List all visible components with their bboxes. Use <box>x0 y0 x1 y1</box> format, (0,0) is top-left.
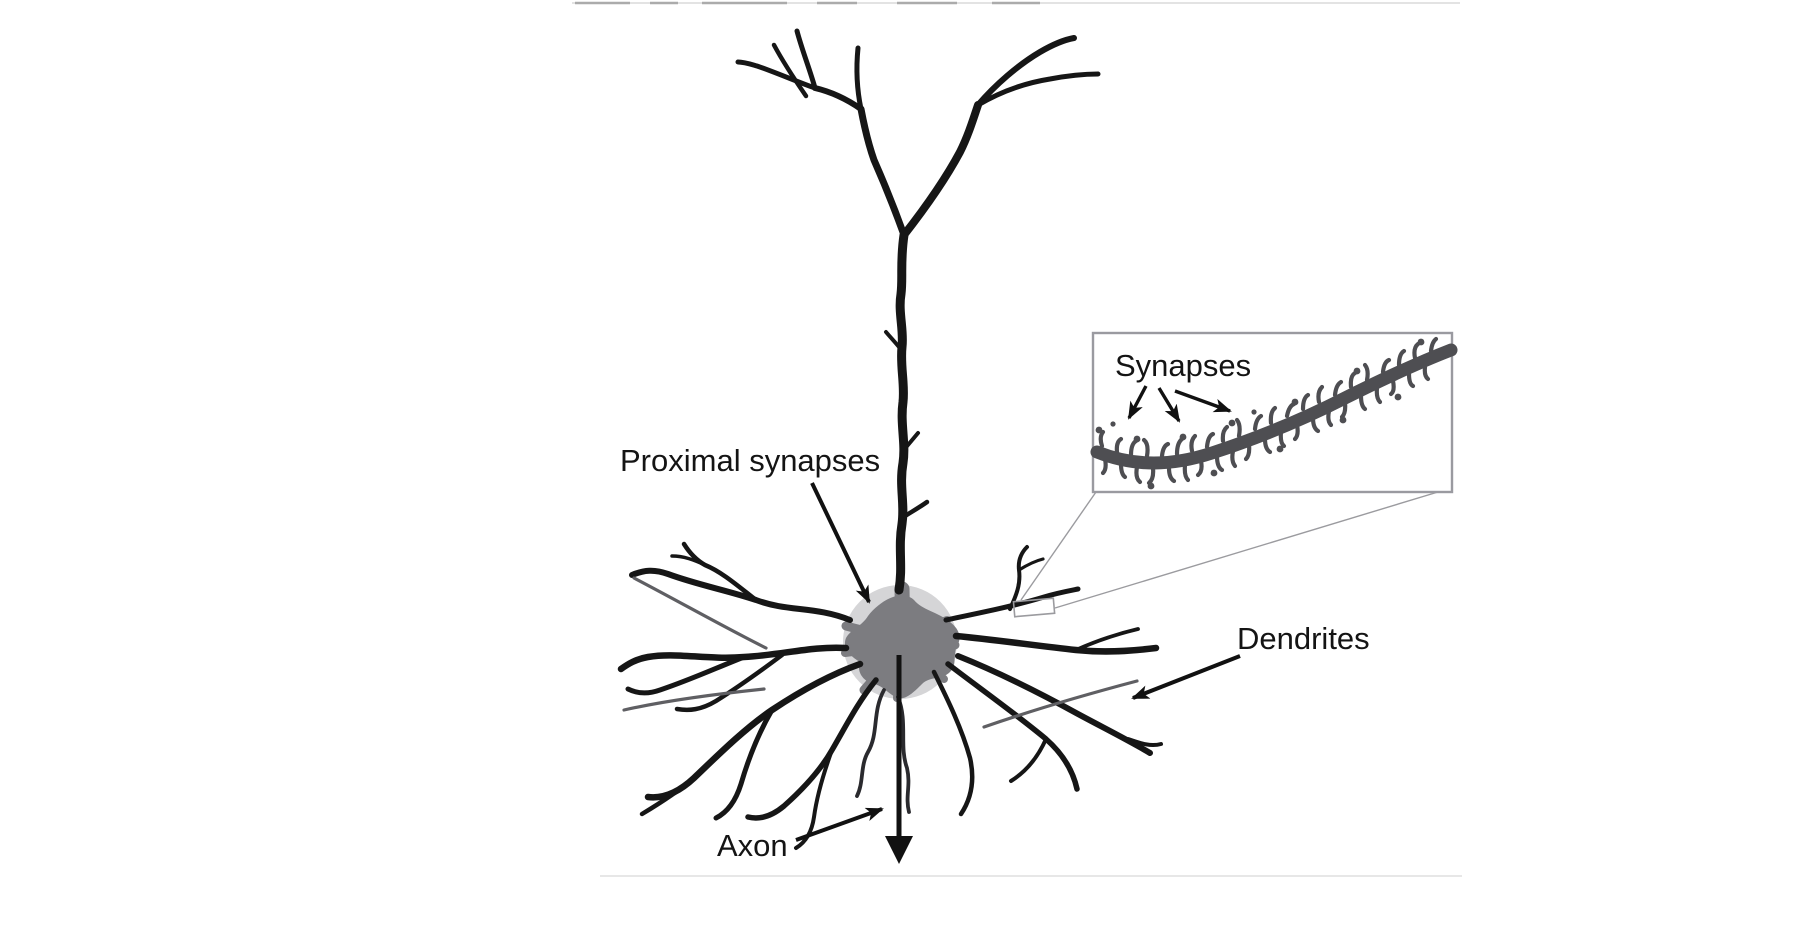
synapse-arrow <box>1127 385 1148 420</box>
synapse-arrow <box>1157 387 1181 423</box>
dendrite-branch <box>855 688 886 798</box>
trunk-stub <box>884 330 905 354</box>
synapse-arrow <box>1174 389 1232 413</box>
soma <box>841 581 960 702</box>
tuft-branch <box>794 28 818 91</box>
scan-edge-artifacts <box>572 1 1462 877</box>
apical-dendrite <box>735 28 1101 595</box>
dendrite-branch <box>1126 737 1163 748</box>
tuft-branch <box>812 85 864 112</box>
synapse-inset: Synapses <box>1090 331 1458 494</box>
dendrite-branch <box>1017 557 1045 572</box>
axon <box>885 655 913 864</box>
proximal-synapses-arrow <box>810 482 871 604</box>
dendrite-branch <box>639 775 697 817</box>
dendrite-branch-light <box>982 679 1139 729</box>
dendrite-branch <box>713 707 775 821</box>
dendrite-branch <box>617 644 850 673</box>
dendrite-branch <box>896 695 911 814</box>
dendrite-branch <box>1008 545 1029 611</box>
dendrite-branch <box>794 748 834 850</box>
tuft-branch <box>854 45 864 112</box>
callout-source-box <box>1012 597 1056 618</box>
trunk-stub <box>900 431 920 454</box>
soma-body <box>844 595 960 699</box>
inset-spines-upper <box>1098 336 1439 459</box>
dendrite-branch <box>1074 627 1140 652</box>
inset-spiny-dendrite <box>1090 336 1458 486</box>
dendrite-branch <box>674 652 785 713</box>
callout-line-left <box>1020 491 1097 601</box>
callout-lines <box>1020 491 1439 609</box>
callout-line-right <box>1054 491 1439 609</box>
label-proximal-synapses: Proximal synapses <box>620 443 880 478</box>
dendrite-branch-light <box>632 576 768 650</box>
axon-arrow <box>795 807 884 842</box>
tuft-branch <box>771 42 809 99</box>
label-dendrites: Dendrites <box>1237 621 1370 656</box>
axon-arrowhead-icon <box>885 836 913 864</box>
basal-dendrites <box>617 541 1163 850</box>
tuft-branch <box>975 35 1077 108</box>
dendrite-branch <box>945 661 1080 792</box>
dendrite-branch <box>931 669 975 817</box>
dendrites-arrow <box>1131 654 1241 700</box>
inset-arrows <box>1127 385 1232 423</box>
tuft-branch <box>857 105 908 239</box>
tuft-branch <box>975 71 1101 108</box>
inset-label-synapses: Synapses <box>1115 348 1251 383</box>
label-axon: Axon <box>717 828 788 863</box>
dendrite-branch <box>629 567 853 623</box>
dendrite-branch <box>952 632 1160 655</box>
dendrite-branch <box>670 554 707 567</box>
inset-dendrite-shaft <box>1090 343 1458 470</box>
dendrite-branch-light <box>622 687 766 712</box>
dendrite-branch <box>625 654 747 696</box>
dendrite-branch <box>1009 737 1048 783</box>
dendrite-branch <box>745 677 879 821</box>
tuft-branch <box>735 59 818 91</box>
trunk-stub <box>902 499 930 519</box>
apical-trunk <box>894 230 909 595</box>
tuft-branch <box>900 101 982 239</box>
inset-spine-heads <box>1095 338 1425 490</box>
dendrite-branch <box>943 586 1081 623</box>
labels: Proximal synapses Dendrites Axon <box>620 443 1370 863</box>
inset-spines-lower <box>1100 364 1431 486</box>
